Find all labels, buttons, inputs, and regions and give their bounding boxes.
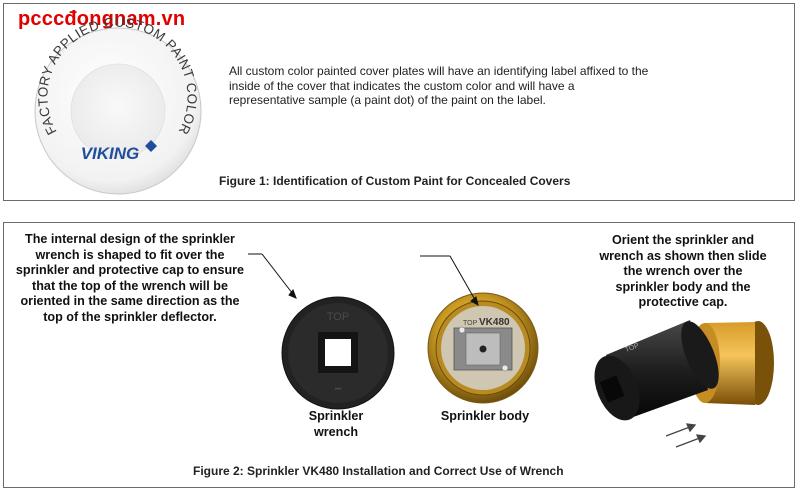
sprinkler-wrench-image: TOP ••• [281, 296, 395, 410]
wrench-design-callout: The internal design of the sprinkler wre… [15, 232, 245, 324]
leader-arrow-icon [288, 289, 297, 299]
sprinkler-body-label: Sprinkler body [440, 409, 530, 423]
orientation-callout: Orient the sprinkler and wrench as shown… [599, 233, 767, 309]
sprinkler-wrench-label: Sprinkler wrench [308, 409, 364, 439]
figure-2-caption: Figure 2: Sprinkler VK480 Installation a… [193, 464, 564, 478]
side-top-mark: TOP [624, 342, 640, 354]
sprinkler-body-image: TOP VK480 [427, 292, 539, 404]
leader-arrow-icon [470, 296, 479, 307]
custom-paint-label-disc: FACTORY APPLIED CUSTOM PAINT COLOR VIKIN… [34, 15, 202, 195]
figure-1-description: All custom color painted cover plates wi… [229, 64, 649, 107]
wrench-bottom-mark: ••• [335, 387, 341, 393]
figure-1-caption: Figure 1: Identification of Custom Paint… [219, 174, 571, 188]
site-watermark: pcccđongnam.vn [18, 8, 186, 30]
wrench-on-sprinkler-image: TOP [594, 320, 774, 421]
viking-logo: VIKING [81, 144, 140, 163]
body-top-mark: TOP [463, 320, 478, 327]
viking-logo-mark-icon [145, 140, 157, 152]
wrench-top-mark: TOP [327, 311, 349, 323]
direction-arrows [665, 423, 707, 448]
leader-lines [248, 253, 479, 307]
body-model-mark: VK480 [479, 317, 510, 328]
